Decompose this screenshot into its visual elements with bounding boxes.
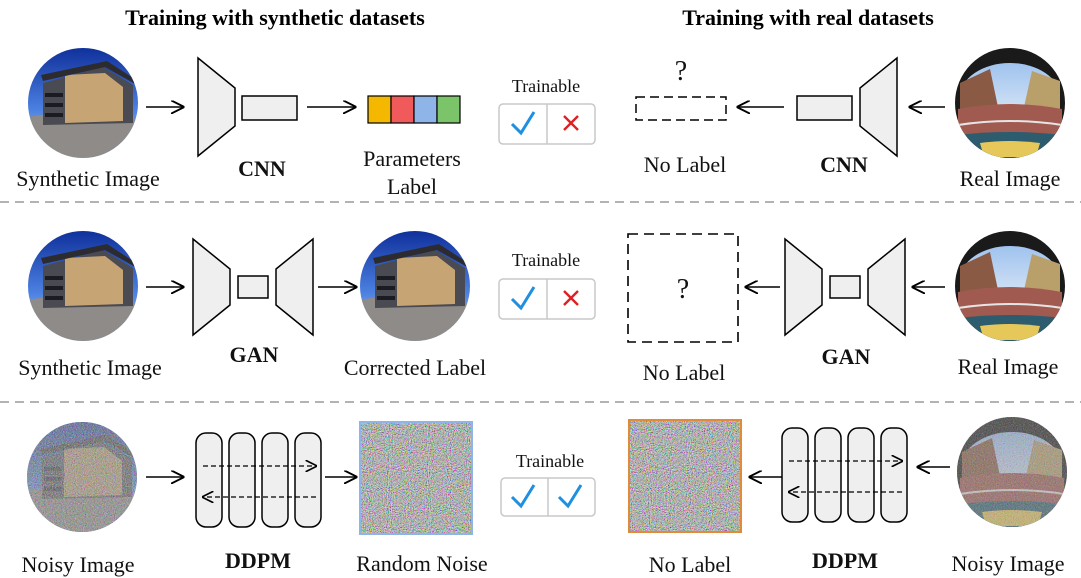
label-noisy-image: Noisy Image — [21, 552, 134, 577]
header-synthetic: Training with synthetic datasets — [125, 5, 425, 30]
row-gan: Synthetic Image GAN Corrected Label Trai… — [18, 230, 1066, 385]
gan-encoder-block — [192, 237, 231, 337]
question-mark: ? — [675, 56, 687, 87]
label-label: Label — [387, 174, 437, 199]
random-noise-patch — [359, 421, 473, 535]
cross-icon — [563, 115, 579, 131]
label-random-noise: Random Noise — [356, 551, 487, 576]
cnn-feature-block — [796, 95, 853, 121]
row-ddpm: Noisy Image DDPM Random Noise Trainable — [21, 416, 1068, 577]
check-icon — [510, 111, 536, 136]
check-icon — [510, 484, 536, 509]
fisheye-synthetic-image — [27, 230, 141, 342]
label-real-image: Real Image — [958, 354, 1059, 379]
label-trainable: Trainable — [516, 451, 584, 471]
noise-overlay — [957, 417, 1067, 527]
check-icon — [510, 286, 536, 311]
fisheye-real-image — [954, 47, 1066, 159]
label-no-label: No Label — [644, 152, 726, 177]
parameters-label-bar — [367, 95, 461, 124]
label-synthetic-image: Synthetic Image — [16, 166, 160, 191]
cnn-feature-block — [241, 95, 298, 121]
label-trainable: Trainable — [512, 76, 580, 96]
row-cnn: Synthetic Image CNN Parameters Label Tra… — [16, 47, 1066, 199]
label-trainable: Trainable — [512, 250, 580, 270]
gan-bottleneck-block — [829, 275, 861, 299]
gan-bottleneck-block — [237, 275, 269, 299]
cnn-encoder-block — [197, 56, 236, 158]
trainable-indicator — [498, 278, 596, 320]
label-cnn-right: CNN — [820, 152, 868, 177]
fisheye-real-image — [954, 230, 1066, 342]
no-label-box — [635, 96, 727, 121]
trainable-indicator — [498, 103, 596, 145]
cross-icon — [563, 290, 579, 306]
label-real-image: Real Image — [960, 166, 1061, 191]
no-label-box — [627, 233, 739, 343]
label-gan-right: GAN — [822, 344, 871, 369]
label-noisy-image: Noisy Image — [951, 551, 1064, 576]
label-ddpm-right: DDPM — [812, 548, 878, 573]
label-no-label: No Label — [643, 360, 725, 385]
label-no-label: No Label — [649, 552, 731, 577]
label-gan-left: GAN — [230, 342, 279, 367]
ddpm-block — [195, 432, 322, 528]
noise-overlay — [27, 422, 137, 532]
label-parameters: Parameters — [363, 146, 461, 171]
label-ddpm-left: DDPM — [225, 548, 291, 573]
ddpm-block — [781, 427, 908, 523]
check-icon — [557, 484, 583, 509]
cnn-encoder-block — [859, 56, 898, 158]
header-real: Training with real datasets — [682, 5, 934, 30]
label-cnn-left: CNN — [238, 156, 286, 181]
fisheye-synthetic-image — [27, 47, 141, 159]
no-label-noise-patch — [628, 419, 742, 533]
gan-decoder-block — [784, 237, 823, 337]
gan-decoder-block — [275, 237, 314, 337]
fisheye-corrected-image — [359, 230, 473, 342]
trainable-indicator — [500, 477, 596, 517]
label-corrected-label: Corrected Label — [344, 355, 486, 380]
question-mark: ? — [677, 274, 689, 305]
gan-encoder-block — [867, 237, 906, 337]
label-synthetic-image: Synthetic Image — [18, 355, 162, 380]
